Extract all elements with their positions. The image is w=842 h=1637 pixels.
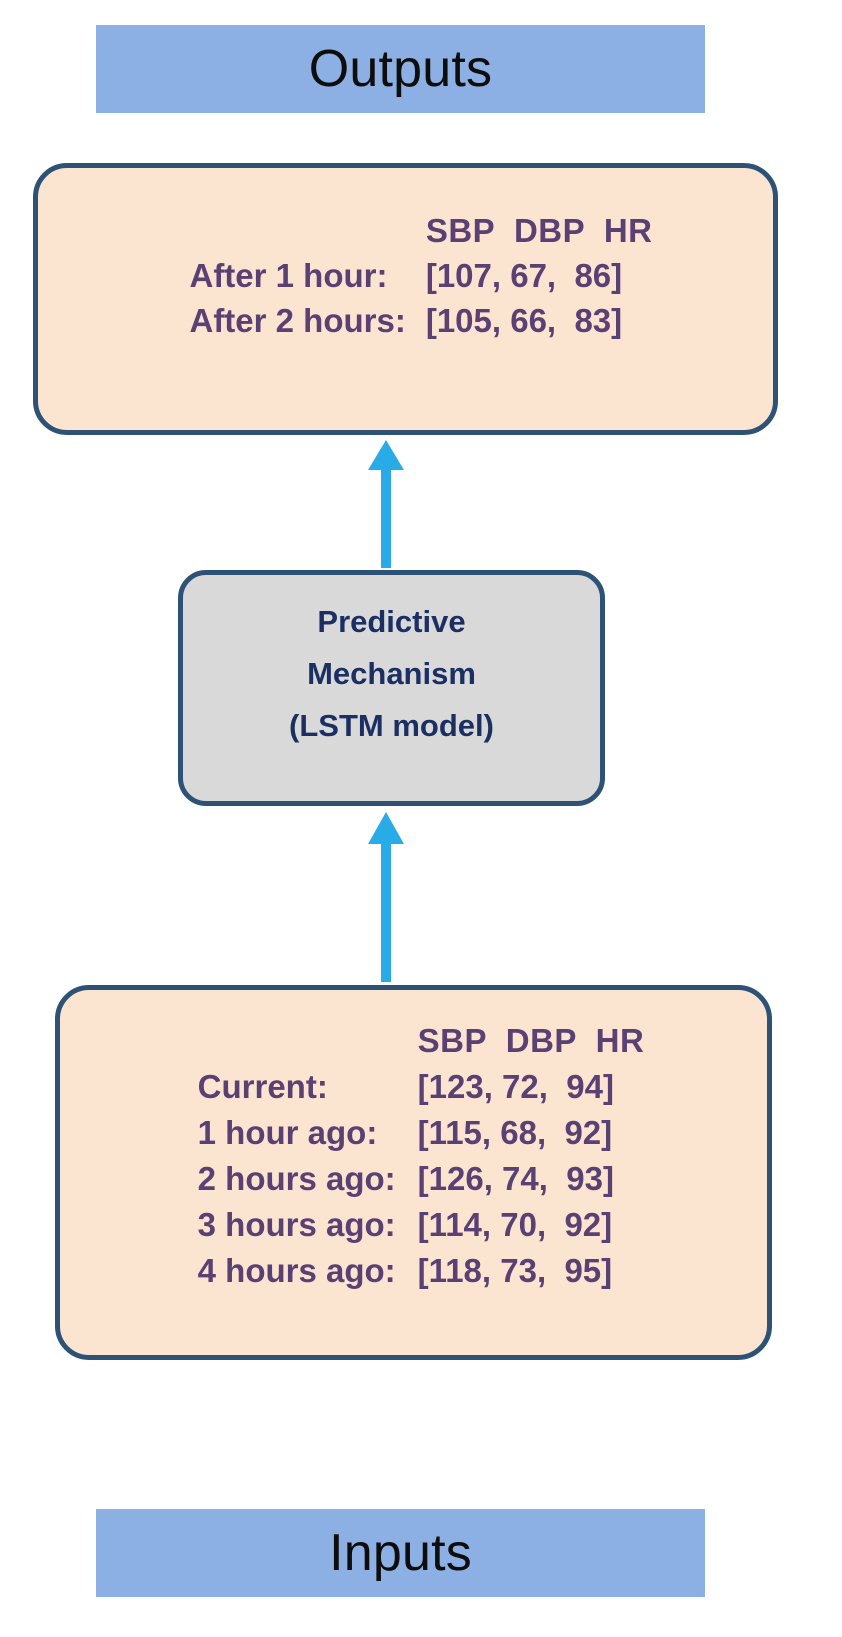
inputs-row-label: 2 hours ago:	[197, 1160, 396, 1197]
inputs-header-spacer	[198, 1018, 396, 1064]
inputs-row-values: [114, 70, 92]	[417, 1206, 613, 1243]
arrow-model-to-outputs-icon	[356, 440, 416, 568]
inputs-row-values: [118, 73, 95]	[417, 1252, 613, 1289]
outputs-row-values: [107, 67, 86]	[425, 257, 623, 294]
model-line-3: (LSTM model)	[289, 708, 494, 743]
predictive-mechanism-label: Predictive Mechanism (LSTM model)	[178, 596, 605, 752]
inputs-row-values: [123, 72, 94]	[417, 1068, 614, 1105]
predictive-mechanism-box	[178, 570, 605, 806]
outputs-row-label: After 1 hour:	[189, 257, 388, 294]
inputs-banner-label: Inputs	[329, 1524, 472, 1582]
model-line-1: Predictive	[317, 604, 466, 639]
inputs-row-label: 3 hours ago:	[197, 1206, 396, 1243]
inputs-row-values: [126, 74, 93]	[417, 1160, 614, 1197]
inputs-row-values: [115, 68, 92]	[417, 1114, 613, 1151]
arrow-inputs-to-model-icon	[356, 812, 416, 982]
outputs-vitals-table: SBP DBP HR After 1 hour: [107, 67, 86] A…	[0, 208, 842, 343]
outputs-row-values: [105, 66, 83]	[425, 302, 623, 339]
outputs-header-spacer	[189, 208, 405, 253]
inputs-column-headers: SBP DBP HR	[417, 1022, 645, 1059]
outputs-banner-label: Outputs	[308, 40, 493, 98]
inputs-row-label: 4 hours ago:	[197, 1252, 396, 1289]
inputs-banner: Inputs	[96, 1509, 705, 1597]
outputs-box	[33, 163, 778, 435]
inputs-vitals-table: SBP DBP HR Current: [123, 72, 94] 1 hour…	[0, 1018, 842, 1294]
inputs-row-label: Current:	[197, 1068, 328, 1105]
inputs-box	[55, 985, 772, 1360]
model-line-2: Mechanism	[307, 656, 476, 691]
inputs-row-label: 1 hour ago:	[197, 1114, 378, 1151]
outputs-column-headers: SBP DBP HR	[425, 212, 653, 249]
outputs-banner: Outputs	[96, 25, 705, 113]
outputs-row-label: After 2 hours:	[189, 302, 406, 339]
